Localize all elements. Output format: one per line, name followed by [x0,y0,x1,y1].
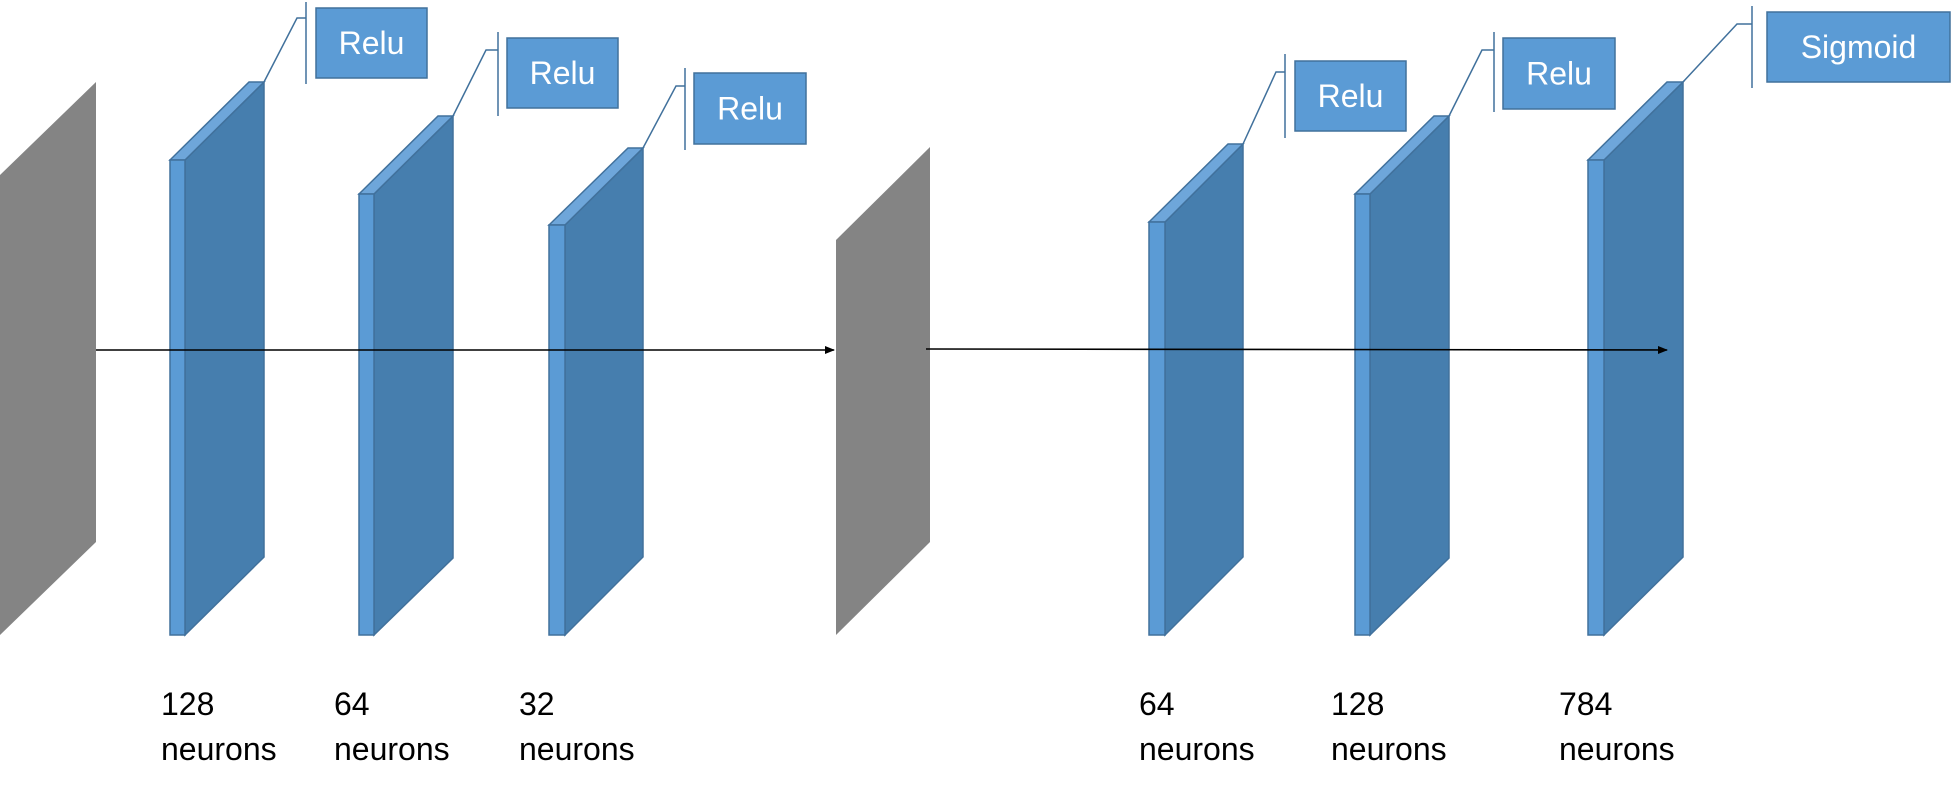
activation-box [1766,11,1951,83]
callout-leader-line [452,49,498,117]
activation-box [1502,37,1616,110]
neuron-count-number: 784 [1559,686,1612,722]
neuron-count-number: 64 [1139,686,1175,722]
layer-side-face [184,80,265,637]
callout-leader-line [1682,23,1752,83]
layer-front-face [1148,221,1166,636]
activation-label: Relu [339,25,405,61]
neuron-count-unit: neurons [334,731,450,767]
neuron-count-number: 128 [161,686,214,722]
activation-label: Relu [1526,56,1592,92]
activation-box [1294,60,1407,132]
callout-leader-line [263,17,306,83]
layer-slab [357,114,455,637]
layer-slab [1586,80,1685,637]
activation-label: Sigmoid [1801,29,1917,65]
callout-leader-line [1448,49,1494,117]
layer-side-face [564,146,644,637]
layer-side-face [1164,142,1244,637]
activation-callout: Relu [1242,54,1407,145]
layer-front-face [169,159,186,636]
activation-callout: Relu [1448,32,1616,117]
neuron-count-number: 32 [519,686,555,722]
activation-label: Relu [530,55,596,91]
neuron-count-unit: neurons [1331,731,1447,767]
activation-box [693,72,807,145]
activation-label: Relu [1318,78,1384,114]
layer-front-face [1354,193,1371,636]
callout-leader-line [1242,71,1285,145]
bottleneck-panel [836,147,930,635]
layer-front-face [358,193,375,636]
neuron-count-label: 784 neurons [1559,686,1675,767]
layer-slab [1353,114,1451,637]
neuron-count-unit: neurons [1559,731,1675,767]
neuron-count-label: 32 neurons [519,686,635,767]
neuron-count-label: 128 neurons [161,686,277,767]
layer-slab [547,146,645,637]
input-panel [0,82,96,635]
activation-callout: Relu [452,32,619,117]
neuron-count-number: 128 [1331,686,1384,722]
neuron-count-unit: neurons [161,731,277,767]
neuron-count-label: 64 neurons [334,686,450,767]
decoder-flow-arrow [925,345,1668,354]
neuron-count-number: 64 [334,686,370,722]
activation-box [506,37,619,109]
activation-callout: Relu [642,68,807,150]
layer-front-face [1587,159,1605,636]
layer-side-face [1603,80,1684,637]
callout-leader-line [642,85,685,149]
layer-slab [168,80,266,637]
neuron-count-unit: neurons [519,731,635,767]
activation-label: Relu [717,91,783,127]
layer-slab [1147,142,1245,637]
neuron-count-label: 64 neurons [1139,686,1255,767]
activation-callout: Relu [263,2,428,84]
layer-front-face [548,224,566,636]
activation-box [315,7,428,79]
layer-side-face [373,114,454,637]
layer-side-face [1369,114,1450,637]
neuron-count-label: 128 neurons [1331,686,1447,767]
activation-callout: Sigmoid [1682,6,1951,88]
neuron-count-unit: neurons [1139,731,1255,767]
